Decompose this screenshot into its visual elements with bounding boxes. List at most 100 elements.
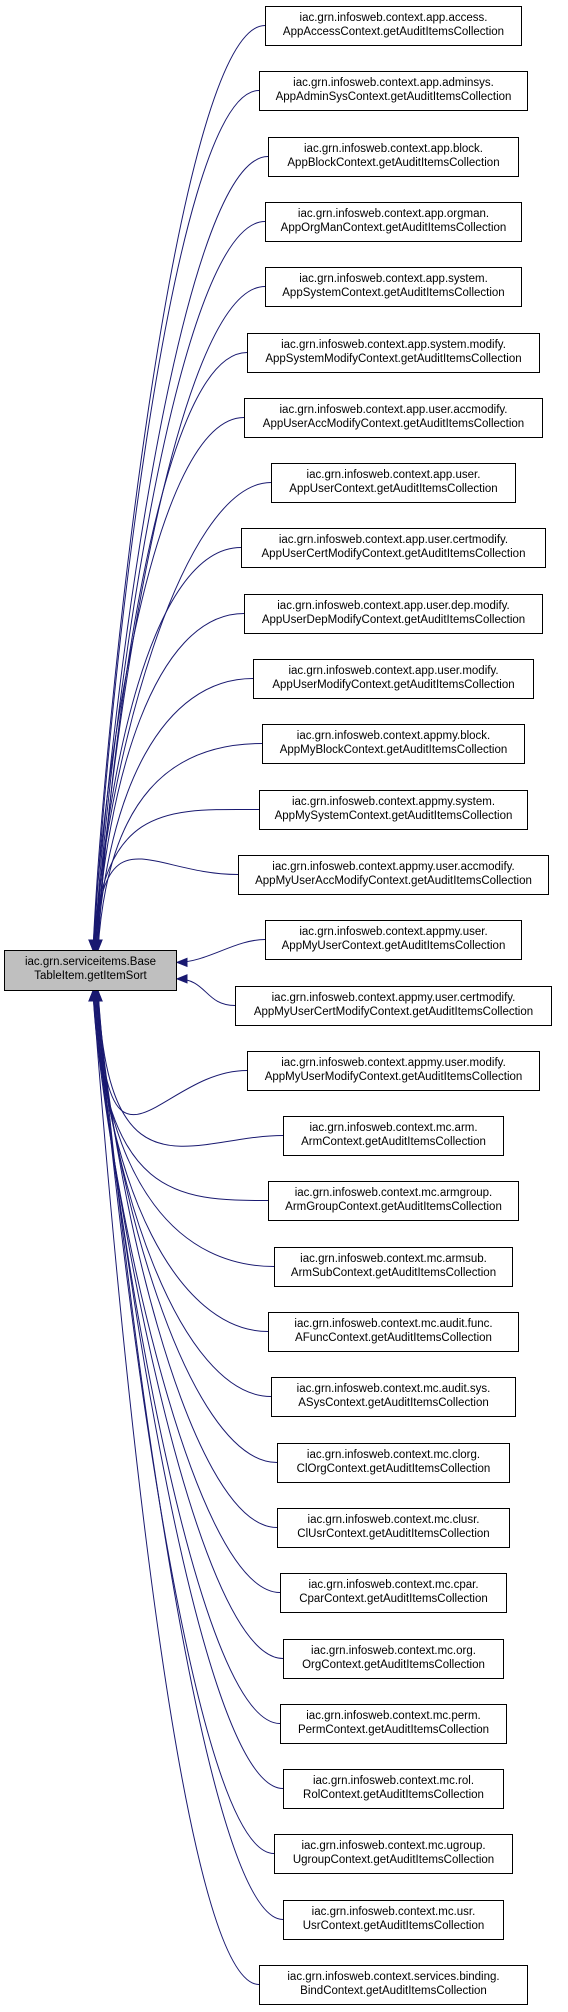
call-edge	[96, 286, 266, 951]
caller-node[interactable]: iac.grn.infosweb.context.app.user.certmo…	[241, 528, 546, 568]
caller-node[interactable]: iac.grn.infosweb.context.appmy.user.modi…	[247, 1051, 540, 1091]
caller-node-box	[283, 1116, 504, 1156]
caller-node[interactable]: iac.grn.infosweb.context.app.user.modify…	[253, 659, 534, 699]
caller-node[interactable]: iac.grn.infosweb.context.appmy.user.AppM…	[265, 920, 522, 960]
caller-node-box	[238, 855, 549, 895]
caller-node[interactable]: iac.grn.infosweb.context.app.user.dep.mo…	[244, 594, 543, 634]
caller-node[interactable]: iac.grn.infosweb.context.app.adminsys.Ap…	[259, 71, 528, 111]
call-edge	[92, 990, 260, 1985]
caller-node-box	[280, 1704, 507, 1744]
caller-node-label-line: CparContext.getAuditItemsCollection	[299, 1593, 488, 1605]
caller-node-box	[274, 1247, 513, 1287]
caller-node-label-line: iac.grn.infosweb.context.mc.armgroup.	[295, 1187, 493, 1199]
caller-node[interactable]: iac.grn.infosweb.context.app.block. AppBl…	[268, 137, 519, 177]
caller-node-box	[244, 594, 543, 634]
caller-node-label-line: ClOrgContext.getAuditItemsCollection	[297, 1463, 491, 1475]
caller-node-label-line: AppMyUserAccModifyContext.getAuditItemsC…	[255, 875, 532, 887]
arrowhead-icon	[89, 939, 99, 952]
caller-node-label-line: ArmContext.getAuditItemsCollection	[301, 1136, 486, 1148]
caller-node[interactable]: iac.grn.infosweb.context.mc.cpar. CparCon…	[280, 1573, 507, 1613]
caller-node-label-line: iac.grn.infosweb.context.app.orgman.	[298, 208, 489, 220]
caller-node-box	[268, 1181, 519, 1221]
caller-node-label-line: ArmGroupContext.getAuditItemsCollection	[285, 1201, 502, 1213]
caller-node-label-line: AppMyUserCertModifyContext.getAuditItems…	[254, 1006, 533, 1018]
caller-node[interactable]: iac.grn.infosweb.context.mc.org. OrgConte…	[283, 1639, 504, 1679]
caller-node-box	[283, 1639, 504, 1679]
call-edge	[94, 547, 242, 951]
caller-node[interactable]: iac.grn.infosweb.context.app.user.accmod…	[244, 398, 543, 438]
root-node-box	[4, 950, 177, 991]
caller-node[interactable]: iac.grn.infosweb.context.appmy.block.App…	[262, 724, 525, 764]
arrowhead-icon	[88, 989, 98, 1002]
caller-node-box	[265, 202, 522, 242]
caller-node[interactable]: iac.grn.infosweb.context.app.user.AppUse…	[271, 463, 516, 503]
caller-node[interactable]: iac.grn.infosweb.context.app.orgman.AppO…	[265, 202, 522, 242]
caller-node-label-line: AppAdminSysContext.getAuditItemsCollecti…	[276, 91, 512, 103]
caller-node[interactable]: iac.grn.infosweb.context.mc.armgroup. Arm…	[268, 1181, 519, 1221]
caller-node[interactable]: iac.grn.infosweb.context.app.system.AppS…	[265, 267, 522, 307]
call-edge	[95, 221, 266, 951]
caller-node-label-line: iac.grn.infosweb.context.app.access.	[300, 12, 488, 24]
caller-node-label-line: iac.grn.infosweb.context.mc.perm.	[306, 1710, 481, 1722]
caller-node-box	[274, 1834, 513, 1874]
caller-node-label-line: iac.grn.infosweb.context.appmy.user.accm…	[272, 861, 514, 873]
caller-node-label-line: iac.grn.infosweb.context.app.user.modify…	[288, 665, 498, 677]
caller-node-label-line: iac.grn.infosweb.context.mc.rol.	[313, 1775, 474, 1787]
call-edge	[94, 990, 281, 1724]
caller-node-label-line: UsrContext.getAuditItemsCollection	[303, 1920, 485, 1932]
caller-node-label-line: iac.grn.infosweb.context.app.system.modi…	[281, 339, 506, 351]
caller-node[interactable]: iac.grn.infosweb.context.mc.rol. RolConte…	[283, 1769, 504, 1809]
caller-node-label-line: iac.grn.infosweb.context.app.user.certmo…	[279, 534, 508, 546]
call-edge	[97, 990, 284, 1147]
caller-node[interactable]: iac.grn.infosweb.context.appmy.system. Ap…	[259, 790, 528, 830]
call-edge	[96, 990, 275, 1854]
call-edge	[92, 990, 281, 1593]
caller-node-box	[265, 920, 522, 960]
caller-node[interactable]: iac.grn.infosweb.context.mc.clorg. ClOrgC…	[277, 1443, 510, 1483]
caller-node-label-line: iac.grn.infosweb.context.mc.ugroup.	[301, 1840, 485, 1852]
caller-node-label-line: AppUserDepModifyContext.getAuditItemsCol…	[262, 614, 525, 626]
caller-node[interactable]: iac.grn.infosweb.context.app.access.AppA…	[265, 6, 522, 46]
caller-node-label-line: iac.grn.infosweb.context.mc.clusr.	[308, 1514, 480, 1526]
caller-node-label-line: BindContext.getAuditItemsCollection	[300, 1985, 487, 1997]
caller-node-box	[247, 1051, 540, 1091]
arrowhead-icon	[175, 957, 188, 968]
caller-node-label-line: iac.grn.infosweb.context.mc.cpar.	[308, 1579, 478, 1591]
caller-node[interactable]: iac.grn.infosweb.context.mc.clusr.ClUsrC…	[277, 1508, 510, 1548]
caller-node-box	[265, 6, 522, 46]
caller-node[interactable]: iac.grn.infosweb.context.mc.perm.PermCon…	[280, 1704, 507, 1744]
caller-node[interactable]: iac.grn.infosweb.context.mc.audit.sys.AS…	[271, 1377, 516, 1417]
call-edge	[93, 858, 239, 951]
caller-node[interactable]: iac.grn.infosweb.context.mc.ugroup.Ugrou…	[274, 1834, 513, 1874]
call-edge	[176, 939, 266, 963]
caller-node-label-line: AppBlockContext.getAuditItemsCollection	[287, 157, 499, 169]
caller-node-label-line: iac.grn.infosweb.context.app.block.	[304, 143, 483, 155]
caller-node-box	[235, 986, 552, 1026]
root-node[interactable]: iac.grn.serviceitems.BaseTableItem.getIt…	[4, 950, 177, 991]
caller-node-box	[265, 267, 522, 307]
caller-node[interactable]: iac.grn.infosweb.context.mc.usr.UsrConte…	[283, 1900, 504, 1940]
caller-node[interactable]: iac.grn.infosweb.context.mc.armsub.ArmSu…	[274, 1247, 513, 1287]
caller-node[interactable]: iac.grn.infosweb.context.mc.audit.func.A…	[268, 1312, 519, 1352]
caller-node-box	[259, 790, 528, 830]
caller-node-label-line: ArmSubContext.getAuditItemsCollection	[291, 1267, 496, 1279]
caller-node-label-line: AppMySystemContext.getAuditItemsCollecti…	[275, 810, 513, 822]
call-edge	[97, 743, 263, 951]
caller-node-label-line: iac.grn.infosweb.context.mc.clorg.	[307, 1449, 480, 1461]
caller-node-label-line: iac.grn.infosweb.context.appmy.block.	[297, 730, 490, 742]
caller-node[interactable]: iac.grn.infosweb.context.services.bindin…	[259, 1965, 528, 2005]
caller-node-box	[268, 1312, 519, 1352]
call-edge	[93, 90, 260, 951]
caller-node-label-line: iac.grn.infosweb.context.appmy.system.	[292, 796, 495, 808]
caller-node[interactable]: iac.grn.infosweb.context.app.system.modi…	[247, 333, 540, 373]
caller-node[interactable]: iac.grn.infosweb.context.appmy.user.accm…	[238, 855, 549, 895]
caller-node[interactable]: iac.grn.infosweb.context.appmy.user.cert…	[235, 986, 552, 1026]
caller-node-box	[277, 1443, 510, 1483]
caller-node-label-line: iac.grn.infosweb.context.mc.org.	[311, 1645, 476, 1657]
caller-node-label-line: RolContext.getAuditItemsCollection	[303, 1789, 484, 1801]
call-edge	[97, 990, 284, 1920]
caller-node-box	[283, 1900, 504, 1940]
caller-node[interactable]: iac.grn.infosweb.context.mc.arm.ArmConte…	[283, 1116, 504, 1156]
caller-node-label-line: OrgContext.getAuditItemsCollection	[302, 1659, 485, 1671]
